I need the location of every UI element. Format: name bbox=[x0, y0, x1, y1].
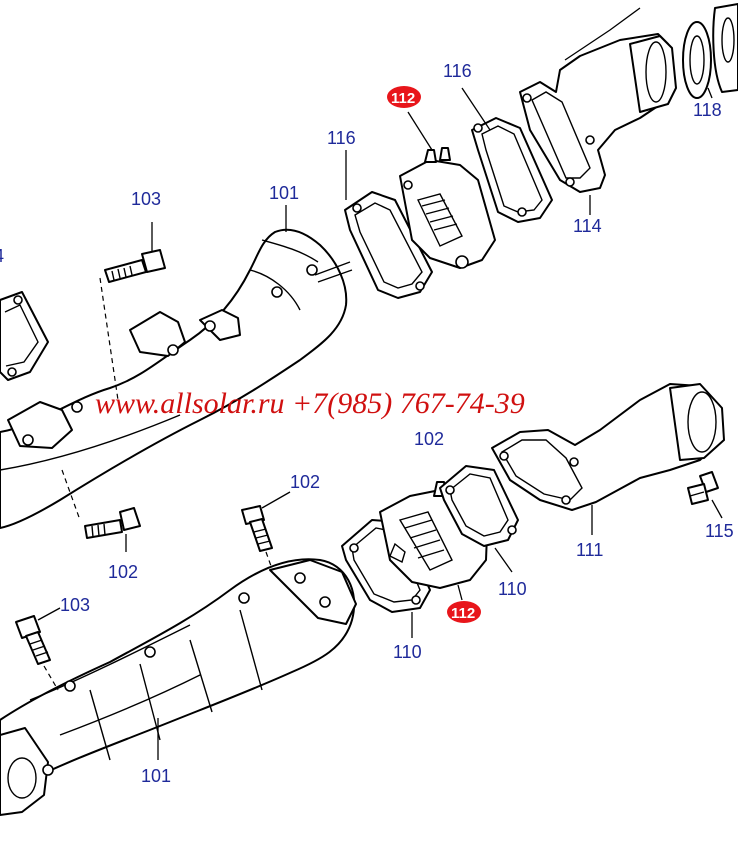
assembly-line-103-bottom bbox=[43, 665, 59, 691]
gasket-110-right bbox=[439, 465, 519, 547]
callout-110-right: 110 bbox=[498, 579, 527, 599]
bolt-102-left bbox=[84, 507, 141, 539]
callout-112-top: 112 bbox=[391, 90, 415, 107]
leader-114-extra bbox=[564, 7, 641, 61]
flange-112-top bbox=[399, 147, 496, 269]
highlight-marker-112-top bbox=[387, 86, 421, 108]
callout-111: 111 bbox=[576, 540, 603, 560]
assembly-line-103 bbox=[99, 277, 119, 401]
exhaust-manifold-upper bbox=[0, 228, 353, 529]
bolt-115 bbox=[687, 471, 719, 505]
callout-110-left: 110 bbox=[393, 642, 422, 662]
leader-118 bbox=[707, 87, 713, 99]
callout-102-mid: 102 bbox=[414, 429, 444, 449]
leader-102-bolt bbox=[261, 491, 291, 509]
watermark-text: www.allsolar.ru +7(985) 767-74-39 bbox=[95, 387, 525, 420]
callout-102-bolt: 102 bbox=[290, 472, 320, 492]
bolt-102-mid bbox=[241, 505, 273, 552]
callout-115: 115 bbox=[705, 521, 734, 541]
leader-116-right bbox=[461, 87, 491, 131]
leader-110-right bbox=[494, 547, 513, 573]
callout-114: 114 bbox=[573, 216, 602, 236]
leader-103-bottom bbox=[37, 607, 61, 621]
callout-101-bottom: 101 bbox=[141, 766, 171, 786]
gasket-left-partial bbox=[0, 291, 49, 381]
callout-101-top: 101 bbox=[269, 183, 299, 203]
gasket-116-right bbox=[471, 117, 553, 223]
callout-103-bottom: 103 bbox=[60, 595, 90, 615]
leader-112-top bbox=[407, 111, 433, 151]
callout-103-top: 103 bbox=[131, 189, 161, 209]
bolt-103-bottom bbox=[15, 615, 51, 665]
exhaust-manifold-lower bbox=[0, 558, 357, 816]
assembly-line-102-mid bbox=[265, 551, 277, 581]
bolt-103-top bbox=[104, 249, 166, 283]
callout-116-left: 116 bbox=[327, 128, 356, 148]
highlight-marker-112-bottom bbox=[447, 601, 481, 623]
elbow-pipe-114 bbox=[519, 33, 677, 193]
callout-112-bottom: 112 bbox=[451, 605, 475, 622]
leader-115 bbox=[711, 499, 723, 519]
callout-102-left: 102 bbox=[108, 562, 138, 582]
leader-112-bottom bbox=[457, 584, 463, 601]
callout-4: 4 bbox=[0, 246, 4, 266]
callout-116-right: 116 bbox=[443, 61, 472, 81]
elbow-pipe-111 bbox=[491, 383, 725, 511]
callout-118: 118 bbox=[693, 100, 722, 120]
gasket-116-left bbox=[344, 191, 433, 299]
ring-gasket-118 bbox=[682, 3, 738, 99]
